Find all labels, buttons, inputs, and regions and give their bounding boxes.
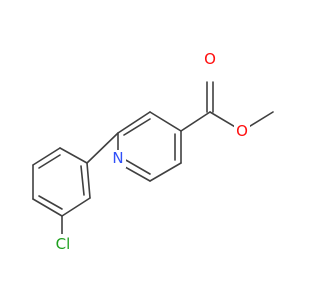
bond-ph2-ph3 bbox=[61, 197, 91, 217]
bond-ph5-ph6-inner bbox=[38, 154, 61, 169]
bond-ph3-ph4 bbox=[32, 198, 63, 217]
bond-c3-c4 bbox=[149, 111, 182, 132]
nitrogen-atom: N bbox=[110, 149, 126, 168]
bond-ph5-ph6 bbox=[32, 147, 61, 166]
carbonyl-oxygen-label: O bbox=[204, 50, 216, 68]
bond-c5-c6 bbox=[149, 162, 182, 182]
molecule-drawing: N O O Cl bbox=[32, 50, 274, 253]
bond-c6-n-inner bbox=[123, 158, 151, 175]
carbonyl-oxygen-atom: O bbox=[202, 50, 218, 68]
chlorine-label: Cl bbox=[56, 235, 71, 253]
bond-c2-phenyl bbox=[86, 132, 119, 164]
bond-ph1-ph2 bbox=[86, 162, 91, 199]
bond-c4-carbonyl bbox=[180, 111, 211, 132]
structure-canvas: N O O Cl bbox=[32, 50, 274, 253]
bond-c2-c3 bbox=[117, 111, 151, 134]
bonds-layer bbox=[32, 81, 274, 244]
ether-oxygen-atom: O bbox=[234, 122, 250, 140]
ether-oxygen-label: O bbox=[236, 122, 248, 140]
atom-labels-layer: N O O Cl bbox=[52, 50, 250, 253]
nitrogen-label: N bbox=[112, 149, 123, 167]
chlorine-atom: Cl bbox=[52, 234, 74, 253]
bond-ph1-ph2-inner bbox=[80, 165, 85, 196]
bond-c2-c3-inner bbox=[123, 118, 151, 136]
bond-ph6-ph1 bbox=[59, 147, 88, 164]
bond-ph3-ph4-inner bbox=[38, 195, 63, 210]
